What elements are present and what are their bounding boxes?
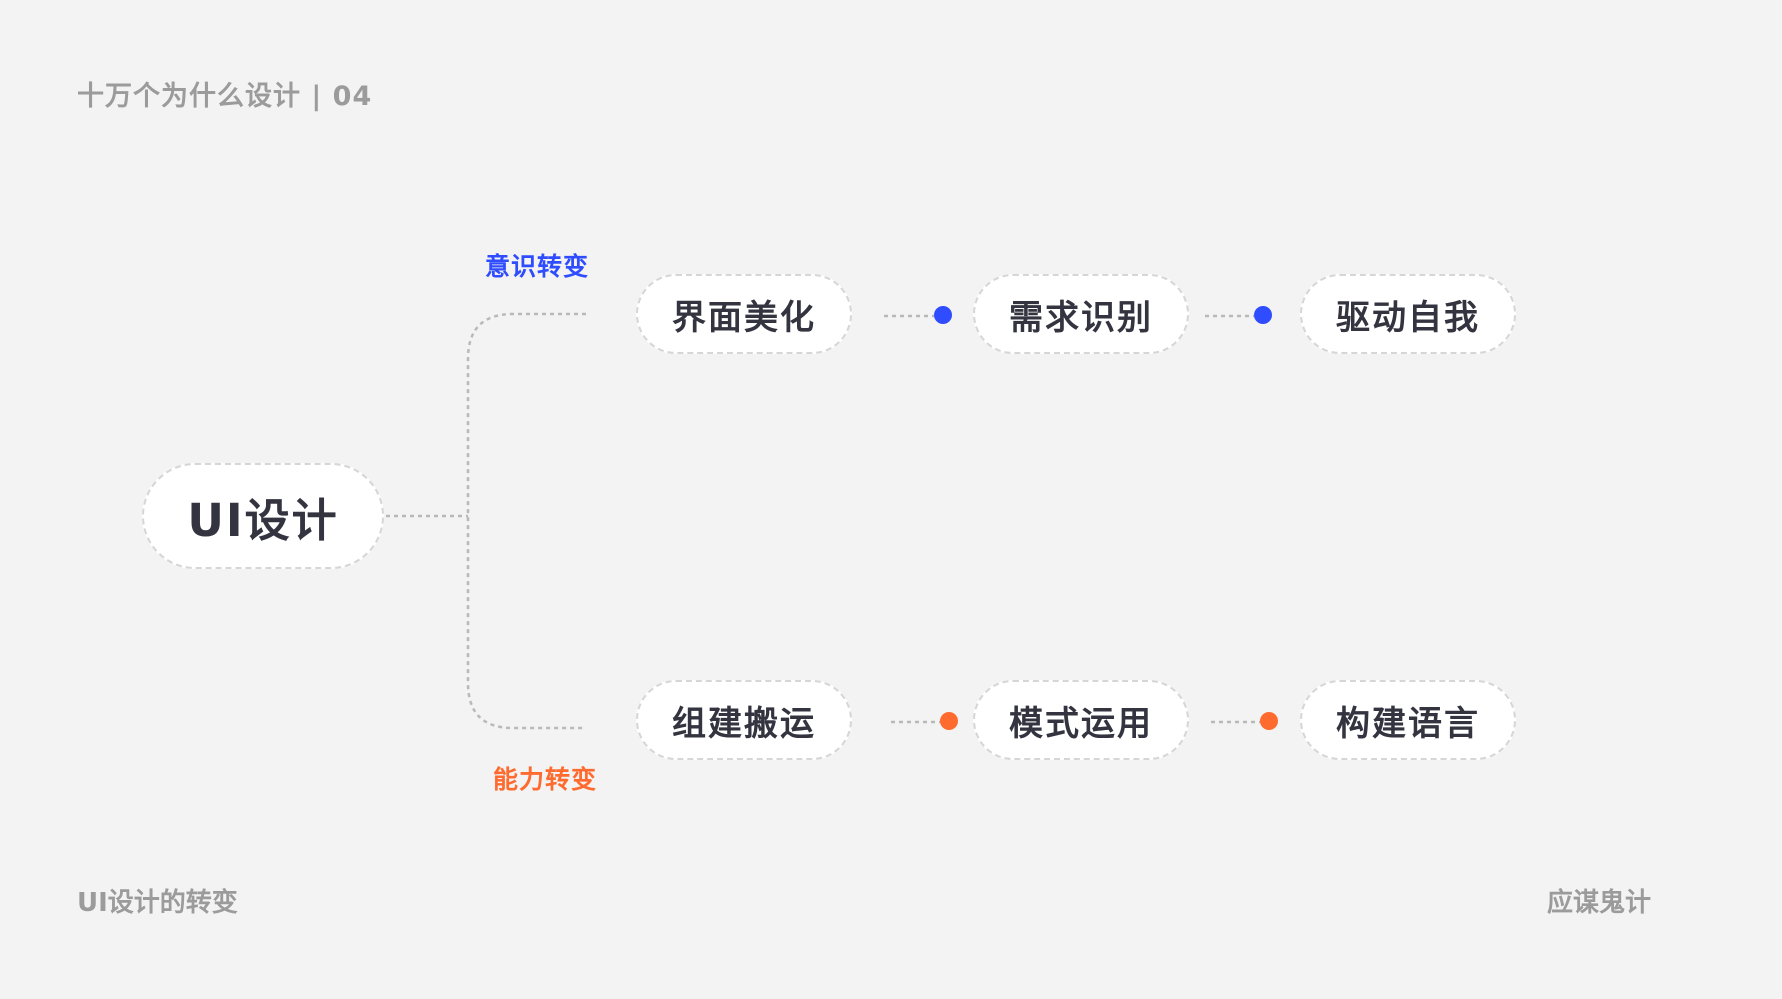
orange-dot-2: [1260, 712, 1278, 730]
branch-label-awareness: 意识转变: [485, 252, 590, 281]
node-self-drive: 驱动自我: [1300, 274, 1516, 354]
orange-dot-1: [940, 712, 958, 730]
node-build-language: 构建语言: [1300, 680, 1516, 760]
node-requirement-identify: 需求识别: [973, 274, 1189, 354]
root-node-ui-design: UI设计: [142, 463, 384, 569]
page-header-title: 十万个为什么设计 | 04: [77, 81, 373, 112]
node-component-assembly: 组建搬运: [636, 680, 852, 760]
blue-dot-2: [1254, 306, 1272, 324]
footer-left-caption: UI设计的转变: [77, 888, 238, 918]
footer-right-author: 应谋鬼计: [1547, 888, 1652, 918]
branch-label-ability: 能力转变: [493, 765, 598, 794]
tree-branch-line: [466, 312, 586, 730]
blue-dot-1: [934, 306, 952, 324]
node-pattern-usage: 模式运用: [973, 680, 1189, 760]
node-interface-beautify: 界面美化: [636, 274, 852, 354]
